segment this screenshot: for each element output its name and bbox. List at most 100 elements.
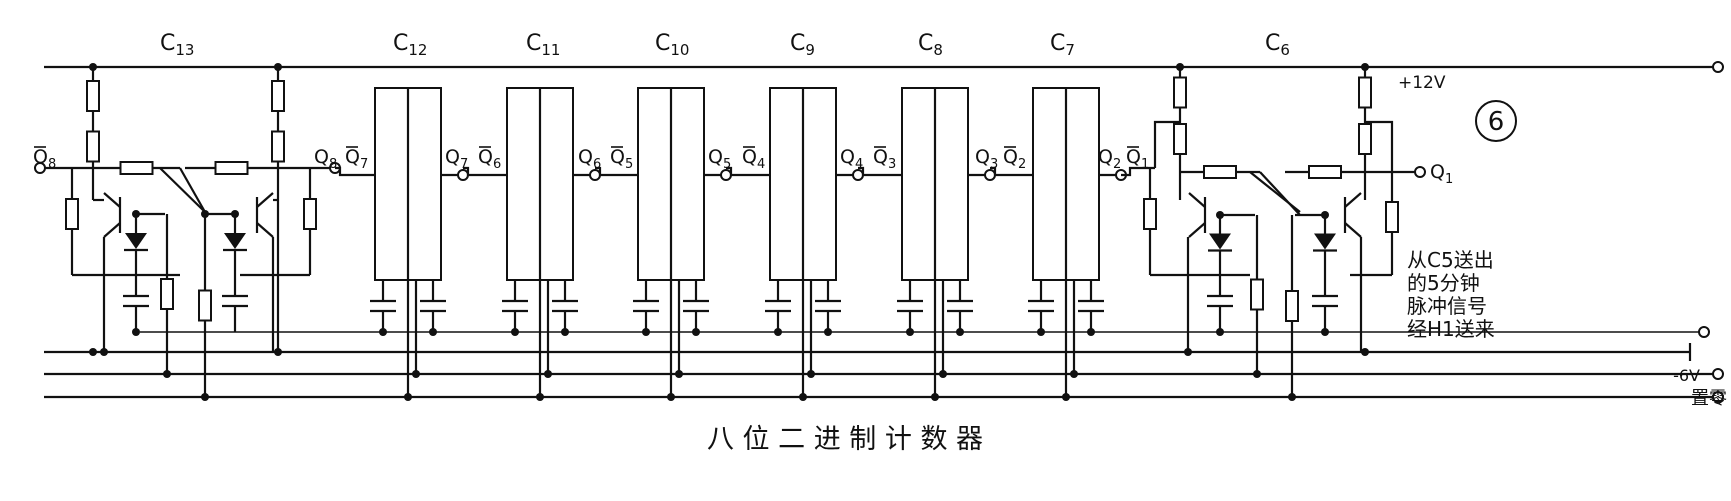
resistor <box>65 198 79 230</box>
junction-dot <box>1253 370 1261 378</box>
resistor <box>160 278 174 310</box>
transistor-collector <box>1344 192 1362 208</box>
stage-label-C9: C9 <box>790 31 815 59</box>
stage-label-C11: C11 <box>526 31 560 59</box>
resistor <box>1358 76 1372 109</box>
resistor <box>1308 165 1342 179</box>
junction-dot <box>799 393 807 401</box>
stage-label-C6: C6 <box>1265 31 1290 59</box>
resistor <box>271 130 285 163</box>
resistor <box>1143 198 1157 230</box>
input-note-line: 脉冲信号 <box>1407 294 1487 318</box>
reset-label: 置零 <box>1691 388 1727 409</box>
q7-bar-label: Q7 <box>345 146 368 172</box>
junction-dot <box>89 348 97 356</box>
diode <box>1209 233 1231 250</box>
terminal <box>1712 61 1724 73</box>
transistor-emitter <box>1188 222 1206 238</box>
stage-label-C12: C12 <box>393 31 427 59</box>
interstage-wire <box>726 166 770 177</box>
q4-bar-label: Q4 <box>742 146 765 172</box>
junction-dot <box>1087 328 1095 336</box>
junction-dot <box>429 328 437 336</box>
junction-dot <box>1184 348 1192 356</box>
q2-label: Q2 <box>1098 146 1121 172</box>
junction-dot <box>1361 348 1369 356</box>
stage-label-C7: C7 <box>1050 31 1075 59</box>
junction-dot <box>132 328 140 336</box>
minus6v-label: -6V <box>1673 366 1700 385</box>
junction-dot <box>404 393 412 401</box>
terminal <box>1712 391 1724 403</box>
transistor-collector <box>256 192 274 208</box>
junction-dot <box>163 370 171 378</box>
q1-bar-label: Q1 <box>1126 146 1149 172</box>
resistor <box>119 161 154 175</box>
diode <box>1314 233 1336 250</box>
q3-label: Q3 <box>975 146 998 172</box>
stage-label-C8: C8 <box>918 31 943 59</box>
junction-dot <box>1070 370 1078 378</box>
q3-bar-label: Q3 <box>873 146 896 172</box>
plus12v-label: +12V <box>1398 73 1446 93</box>
q4-label: Q4 <box>840 146 863 172</box>
q2-bar-label: Q2 <box>1003 146 1026 172</box>
junction-dot <box>1062 393 1070 401</box>
junction-dot <box>956 328 964 336</box>
resistor <box>1250 278 1264 311</box>
junction-dot <box>667 393 675 401</box>
diode <box>125 233 147 249</box>
input-note-line: 的5分钟 <box>1407 271 1480 295</box>
cross-link <box>159 167 206 213</box>
resistor <box>1358 123 1372 155</box>
figure-number: 6 <box>1488 107 1505 137</box>
interstage-wire <box>335 166 375 177</box>
transistor-emitter <box>256 222 274 238</box>
junction-dot <box>379 328 387 336</box>
interstage-wire <box>858 166 902 177</box>
stage-label-C10: C10 <box>655 31 689 59</box>
diode <box>224 233 246 249</box>
transistor-collector <box>1188 192 1206 208</box>
figure-number-circle <box>1475 100 1517 142</box>
resistor <box>1285 290 1299 322</box>
wire <box>1153 120 1180 168</box>
interstage-wire <box>1121 166 1155 177</box>
q5-label: Q5 <box>708 146 731 172</box>
resistor <box>1203 165 1237 179</box>
transistor-emitter <box>1344 222 1362 238</box>
resistor <box>1173 123 1187 155</box>
stage-label-C13: C13 <box>160 31 194 59</box>
interstage-wire <box>463 166 507 177</box>
interstage-wire <box>990 166 1033 177</box>
q8-label: Q8 <box>314 146 337 172</box>
junction-dot <box>675 370 683 378</box>
junction-dot <box>1321 328 1329 336</box>
interstage-wire <box>595 166 638 177</box>
transistor-collector <box>103 192 121 208</box>
caption: 八 位 二 进 制 计 数 器 <box>707 424 983 455</box>
resistor <box>214 161 249 175</box>
junction-dot <box>807 370 815 378</box>
resistor <box>198 289 212 322</box>
resistor <box>271 80 285 112</box>
resistor <box>303 198 317 230</box>
junction-dot <box>939 370 947 378</box>
junction-dot <box>692 328 700 336</box>
junction-dot <box>931 393 939 401</box>
junction-dot <box>201 393 209 401</box>
junction-dot <box>511 328 519 336</box>
junction-dot <box>412 370 420 378</box>
junction-dot <box>1037 328 1045 336</box>
junction-dot <box>536 393 544 401</box>
resistor <box>1385 201 1399 233</box>
transistor-emitter <box>103 222 121 238</box>
junction-dot <box>1216 328 1224 336</box>
cross-link <box>1249 171 1301 213</box>
wire <box>1365 120 1394 172</box>
q5-bar-label: Q5 <box>610 146 633 172</box>
input-note-line: 经H1送来 <box>1407 317 1495 341</box>
terminal <box>1414 166 1426 178</box>
